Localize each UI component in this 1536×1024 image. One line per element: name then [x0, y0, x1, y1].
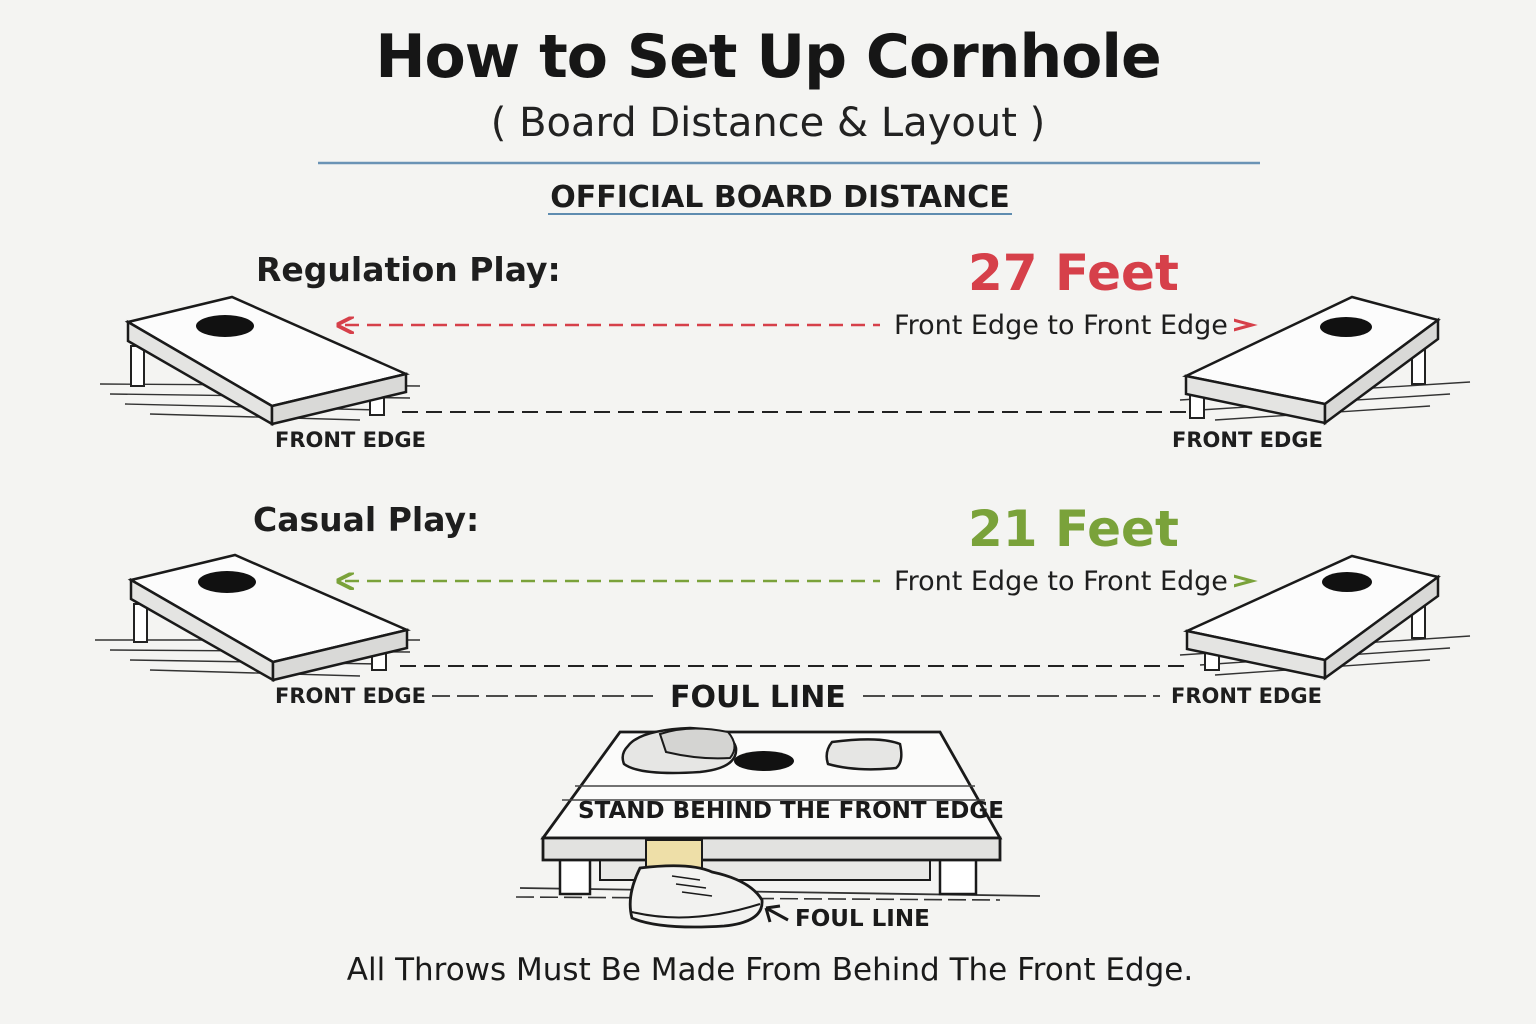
casual-distance: 21 Feet: [968, 500, 1179, 558]
casual-right-board-icon: [1179, 554, 1471, 681]
sneaker-icon: [628, 839, 764, 929]
casual-arrow-icon: [1225, 572, 1258, 590]
casual-play-label: Casual Play:: [253, 500, 480, 539]
regulation-play-label: Regulation Play:: [256, 250, 561, 289]
page-title: How to Set Up Cornhole: [375, 22, 1161, 92]
section-heading: OFFICIAL BOARD DISTANCE: [550, 180, 1010, 215]
stand-behind-label: STAND BEHIND THE FRONT EDGE: [578, 798, 1004, 824]
casual-left-front-edge-label: FRONT EDGE: [275, 684, 432, 708]
regulation-right-board-icon: [1179, 295, 1471, 426]
casual-right-front-edge-label: FRONT EDGE: [1165, 684, 1322, 708]
casual-left-board-icon: [95, 553, 420, 683]
regulation-arrow-icon: [1225, 316, 1258, 334]
foul-line-pointer-label: FOUL LINE: [795, 906, 930, 932]
page-subtitle: ( Board Distance & Layout ): [490, 100, 1046, 146]
footer-note: All Throws Must Be Made From Behind The …: [346, 952, 1194, 988]
regulation-right-front-edge-label: FRONT EDGE: [1172, 428, 1323, 452]
bean-bag-icon: [621, 726, 903, 775]
casual-measure-label: Front Edge to Front Edge: [888, 566, 1234, 597]
regulation-distance: 27 Feet: [968, 244, 1179, 302]
foul-line-label: FOUL LINE: [660, 680, 856, 715]
foul-line-pointer-arrow-icon: [764, 904, 789, 923]
regulation-left-board-icon: [99, 295, 421, 427]
regulation-left-front-edge-label: FRONT EDGE: [275, 428, 426, 452]
regulation-measure-label: Front Edge to Front Edge: [888, 310, 1234, 341]
